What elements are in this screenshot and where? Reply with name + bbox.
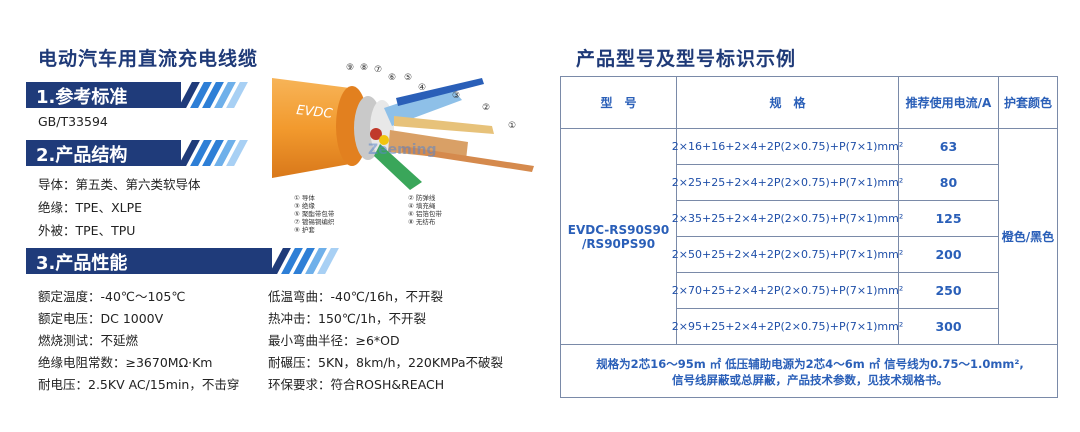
structure-line-sheath: 外被：TPE、TPU: [38, 223, 136, 238]
cable-core-green: [374, 144, 422, 190]
cable-red-core: [370, 128, 382, 140]
table-row-current: 63: [899, 129, 999, 165]
legend-item: ④ 填充绳: [408, 201, 436, 210]
table-row-spec: 2×35+25+2×4+2P(2×0.75)+P(7×1)mm²: [672, 201, 903, 237]
marker-8: ⑧: [360, 63, 368, 73]
table-row-current: 80: [899, 165, 999, 201]
legend-item: ① 导体: [294, 193, 315, 202]
table-title: 产品型号及型号标识示例: [576, 48, 797, 70]
section-header-structure: 2.产品结构: [26, 140, 248, 166]
legend-item: ⑨ 护套: [294, 225, 315, 234]
marker-4: ④: [418, 83, 426, 93]
model-line: EVDC-RS90S90: [567, 222, 670, 237]
perf-insulation-resistance: 绝缘电阻常数：≥3670MΩ·Km: [38, 355, 213, 370]
legend-item: ⑥ 铝箔包带: [408, 209, 442, 218]
marker-1: ①: [508, 121, 516, 131]
cable-jacket: [272, 78, 357, 178]
structure-line-insulation: 绝缘：TPE、XLPE: [38, 200, 143, 215]
table-row-spec: 2×16+16+2×4+2P(2×0.75)+P(7×1)mm²: [672, 129, 903, 165]
footnote-line: 规格为2芯16～95m ㎡ 低压辅助电源为2芯4～6m ㎡ 信号线为0.75～1…: [596, 357, 1024, 371]
section-header-standard: 1.参考标准: [26, 82, 248, 108]
perf-flame-test: 燃烧测试：不延燃: [38, 333, 139, 348]
marker-5: ⑤: [404, 73, 412, 83]
table-row-spec: 2×50+25+2×4+2P(2×0.75)+P(7×1)mm²: [672, 237, 903, 273]
perf-bend-radius: 最小弯曲半径：≥6*OD: [268, 333, 400, 348]
perf-rated-temperature: 额定温度：-40℃～105℃: [38, 289, 186, 304]
section-label-structure: 2.产品结构: [36, 145, 128, 166]
header-spec: 规 格: [677, 77, 899, 129]
legend-item: ⑤ 聚酯带包带: [294, 209, 335, 218]
table-row-current: 125: [899, 201, 999, 237]
model-spec-table: 型 号 规 格 推荐使用电流/A 护套颜色 EVDC-RS90S90 /RS90…: [560, 76, 1058, 398]
marker-6: ⑥: [388, 73, 396, 83]
cable-signal-wire: [396, 78, 484, 106]
cable-cross-section-illustration: EVDC Zeeming ⑨ ⑧ ⑦ ⑥ ⑤ ④ ③ ② ① ① 导体 ③ 绝缘…: [272, 63, 534, 234]
section-label-performance: 3.产品性能: [36, 253, 128, 274]
perf-cold-bend: 低温弯曲：-40℃/16h，不开裂: [268, 289, 443, 304]
table-row-current: 250: [899, 273, 999, 309]
legend-item: ⑧ 无纺布: [408, 217, 436, 226]
table-row-spec: 2×25+25+2×4+2P(2×0.75)+P(7×1)mm²: [672, 165, 903, 201]
perf-rated-voltage: 额定电压：DC 1000V: [38, 311, 164, 326]
legend-item: ⑦ 镀锡铜编织: [294, 217, 335, 226]
cable-core-blue: [384, 86, 462, 126]
perf-crush: 耐碾压：5KN，8km/h，220KMPa不破裂: [268, 355, 503, 370]
section-header-performance: 3.产品性能: [26, 248, 339, 274]
legend-item: ③ 绝缘: [294, 201, 315, 210]
standard-line: GB/T33594: [38, 114, 108, 129]
legend-item: ② 防弹线: [408, 193, 436, 202]
table-row-current: 200: [899, 237, 999, 273]
table-footnote: 规格为2芯16～95m ㎡ 低压辅助电源为2芯4～6m ㎡ 信号线为0.75～1…: [561, 345, 1059, 399]
table-row-spec: 2×70+25+2×4+2P(2×0.75)+P(7×1)mm²: [672, 273, 903, 309]
model-cell: EVDC-RS90S90 /RS90PS90: [561, 129, 677, 345]
marker-2: ②: [482, 103, 490, 113]
header-model: 型 号: [561, 77, 677, 129]
watermark-text: Zeeming: [368, 142, 437, 158]
perf-heat-shock: 热冲击：150℃/1h，不开裂: [268, 311, 426, 326]
page-title: 电动汽车用直流充电线缆: [38, 48, 259, 70]
table-row-spec: 2×95+25+2×4+2P(2×0.75)+P(7×1)mm²: [672, 309, 903, 345]
cable-yellow-core: [379, 135, 389, 145]
perf-withstand-voltage: 耐电压：2.5KV AC/15min，不击穿: [38, 377, 240, 392]
perf-environmental: 环保要求：符合ROSH&REACH: [268, 377, 445, 392]
marker-7: ⑦: [374, 65, 382, 75]
sheath-color-cell: 橙色/黑色: [999, 129, 1057, 345]
model-line: /RS90PS90: [581, 236, 656, 251]
jacket-print: EVDC: [296, 103, 334, 122]
section-label-standard: 1.参考标准: [36, 87, 128, 108]
structure-line-conductor: 导体：第五类、第六类软导体: [38, 177, 201, 192]
header-sheath-color: 护套颜色: [999, 77, 1057, 129]
marker-3: ③: [452, 91, 460, 101]
left-panel: 电动汽车用直流充电线缆 1.参考标准 GB/T33594 2.产品结构 导体：第…: [26, 48, 534, 392]
footnote-line: 信号线屏蔽或总屏蔽，产品技术参数，见技术规格书。: [672, 373, 948, 387]
right-panel: 产品型号及型号标识示例 型 号 规 格 推荐使用电流/A 护套颜色 EVDC-R…: [560, 0, 1080, 432]
marker-9: ⑨: [346, 63, 354, 73]
cable-conductor-2: [402, 146, 534, 172]
cable-conductor-1: [394, 116, 494, 134]
header-current: 推荐使用电流/A: [899, 77, 999, 129]
table-row-current: 300: [899, 309, 999, 345]
